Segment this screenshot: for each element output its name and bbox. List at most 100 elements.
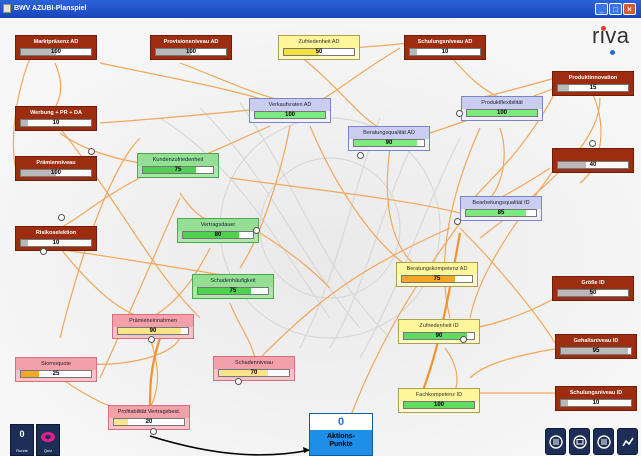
node-fill [558, 290, 593, 296]
node-bar: 100 [155, 48, 227, 56]
connector-port[interactable] [589, 140, 596, 147]
node-beratungsqualitaet-ad[interactable]: Beratungsqualität AD 90 [348, 126, 430, 151]
node-label: Stornoquote [16, 358, 96, 370]
logo-dot-blue [610, 50, 615, 55]
list-icon [596, 435, 611, 449]
node-zufriedenheit-ad[interactable]: Zufriedenheit AD 50 [278, 35, 360, 60]
node-profitabilitaet[interactable]: Profitabilität Vertragsbest. 20 [108, 405, 190, 430]
node-bar: 90 [353, 139, 425, 147]
node-fill [114, 419, 128, 425]
simulation-canvas: Marktpräsenz AD 100 Provisionsniveau AD … [0, 18, 641, 456]
node-produktflexibilitaet[interactable]: Produktflexibilität 100 [461, 96, 543, 121]
node-bearbeitungsqualitaet-id[interactable]: Bearbeitungsqualität ID 85 [460, 196, 542, 221]
node-werbung[interactable]: Werbung + PR + DA 10 [15, 106, 97, 131]
window-title: BWV AZUBI-Planspiel [14, 5, 87, 12]
node-kundenzufriedenheit[interactable]: Kundenzufriedenheit 75 [137, 153, 219, 178]
riva-logo-text: riva [592, 23, 630, 48]
node-label: Schulungsniveau AD [417, 39, 473, 45]
action-points-label-line2: Punkte [329, 441, 353, 448]
node-stornoquote[interactable]: Stornoquote 25 [15, 357, 97, 382]
node-value: 70 [250, 370, 258, 376]
node-fill [156, 49, 191, 55]
monitor-button[interactable] [569, 428, 590, 455]
node-bar: 75 [142, 166, 214, 174]
node-value: 25 [52, 371, 60, 377]
node-praemieneinnahmen[interactable]: Prämieneinnahmen 90 [112, 314, 194, 339]
node-bar: 50 [557, 289, 629, 297]
node-produktinnovation[interactable]: Produktinnovation 15 [552, 71, 634, 96]
node-fill [466, 210, 526, 216]
graph-button[interactable] [617, 428, 638, 455]
node-fill [21, 170, 56, 176]
node-fachkompetenz-id[interactable]: Fachkompetenz ID 100 [398, 388, 480, 413]
quiz-button[interactable]: Quiz [36, 424, 60, 456]
node-provisionsniveau[interactable]: Provisionsniveau AD 100 [150, 35, 232, 60]
node-bar: 100 [20, 169, 92, 177]
node-verkaufsraten[interactable]: Verkaufsraten AD 100 [249, 98, 331, 123]
node-value: 80 [214, 232, 222, 238]
node-schadenniveau[interactable]: Schadenniveau 70 [213, 356, 295, 381]
node-bar: 95 [560, 347, 632, 355]
connector-port[interactable] [235, 378, 242, 385]
node-fill [404, 333, 467, 339]
chart-icon [621, 437, 634, 447]
close-button[interactable]: × [623, 3, 636, 15]
node-schulungsniveau-ad[interactable]: Schulungsniveau AD 10 [404, 35, 486, 60]
table-button[interactable] [593, 428, 614, 455]
connector-port[interactable] [88, 148, 95, 155]
minimize-button[interactable]: _ [595, 3, 608, 15]
node-label: Zufriedenheit AD [279, 36, 359, 48]
connector-port[interactable] [357, 152, 364, 159]
node-label: Kundenzufriedenheit [138, 154, 218, 166]
node-label: Verkaufsraten AD [250, 99, 330, 111]
node-schulungsniveau-id[interactable]: Schulungsniveau ID 10 [555, 386, 637, 411]
node-marktpraesenz[interactable]: Marktpräsenz AD 100 [15, 35, 97, 60]
node-value: 100 [50, 49, 61, 55]
node-bar: 40 [557, 161, 629, 169]
logo-dot-red [601, 26, 606, 31]
connector-port[interactable] [456, 110, 463, 117]
connector-port[interactable] [40, 248, 47, 255]
node-value: 10 [52, 240, 60, 246]
connector-port[interactable] [460, 336, 467, 343]
node-value: 50 [315, 49, 323, 55]
node-schadenhaeufigkeit[interactable]: Schadenhäufigkeit 75 [192, 274, 274, 299]
node-fill [21, 240, 28, 246]
node-label: Produktinnovation [568, 75, 618, 81]
monitor-icon [572, 435, 587, 449]
node-vertragsdauer[interactable]: Vertragsdauer 80 [177, 218, 259, 243]
action-points-panel[interactable]: 0 Aktions- Punkte [309, 413, 373, 456]
node-fill [404, 402, 474, 408]
connector-port[interactable] [58, 214, 65, 221]
window-titlebar: BWV AZUBI-Planspiel _ □ × [0, 0, 641, 18]
node-gehaltsniveau-id[interactable]: Gehaltsniveau ID 95 [555, 334, 637, 359]
node-label: Produktflexibilität [462, 97, 542, 109]
node-bar: 90 [117, 327, 189, 335]
node-value: 40 [589, 162, 597, 168]
node-value: 100 [433, 402, 444, 408]
node-unlabeled[interactable]: 40 [552, 148, 634, 173]
node-bar: 10 [560, 399, 632, 407]
node-beratungskompetenz-ad[interactable]: Beratungskompetenz AD 75 [396, 262, 478, 287]
round-button[interactable]: 0 Runde [10, 424, 34, 456]
report-button[interactable] [545, 428, 566, 455]
node-fill [558, 162, 586, 168]
node-praemienniveau[interactable]: Prämienniveau 100 [15, 156, 97, 181]
node-groesse-id[interactable]: Größe ID 50 [552, 276, 634, 301]
connector-port[interactable] [150, 428, 157, 435]
node-fill [21, 49, 56, 55]
connector-port[interactable] [454, 218, 461, 225]
maximize-button[interactable]: □ [609, 3, 622, 15]
node-bar: 85 [465, 209, 537, 217]
connector-port[interactable] [148, 336, 155, 343]
node-fill [183, 232, 239, 238]
node-zufriedenheit-id[interactable]: Zufriedenheit ID 90 [398, 319, 480, 344]
node-risikoselektion[interactable]: Risikoselektion 10 [15, 226, 97, 251]
node-fill [410, 49, 417, 55]
node-bar: 25 [20, 370, 92, 378]
node-bar: 10 [20, 119, 92, 127]
node-bar: 10 [409, 48, 481, 56]
node-value: 20 [145, 419, 153, 425]
node-value: 90 [385, 140, 393, 146]
connector-port[interactable] [253, 227, 260, 234]
